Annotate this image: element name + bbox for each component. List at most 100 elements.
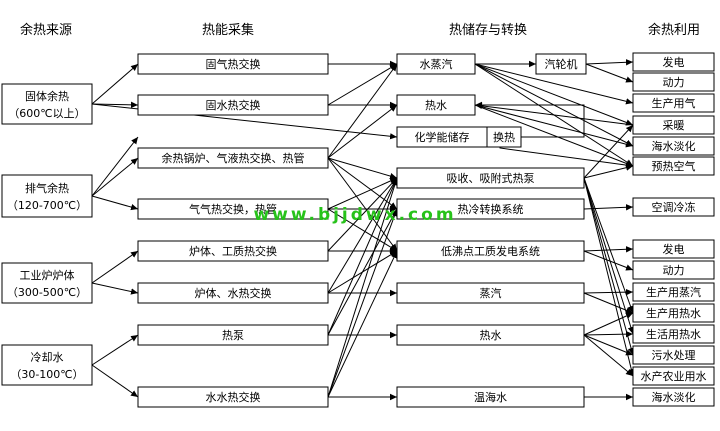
storage-box	[396, 53, 476, 75]
utilization-box	[632, 303, 715, 323]
utilization-label: 生活用热水	[646, 327, 701, 341]
collection-label: 炉体、水热交换	[195, 286, 272, 300]
utilization-node-11: 生活用热水	[632, 324, 715, 344]
edge-arrow	[583, 250, 634, 271]
edge-arrow	[327, 157, 398, 180]
edge-arrow	[585, 63, 634, 83]
collection-node-1: 固水热交换	[137, 94, 329, 116]
source-label: 固体余热	[25, 89, 69, 103]
utilization-label: 水产农业用水	[641, 369, 707, 383]
edge-arrow	[327, 177, 398, 294]
storage-node-5: 吸收、吸附式热泵	[396, 167, 585, 189]
edge-arrow	[327, 177, 398, 336]
source-range: （600℃以上）	[8, 107, 85, 120]
storage-node-9: 热水	[396, 324, 585, 346]
edge-arrow	[583, 164, 634, 179]
source-exhaust-heat: 排气余热 （120-700℃）	[1, 174, 93, 218]
source-furnace-body: 工业炉炉体 （300-500℃）	[1, 262, 93, 304]
utilization-node-12: 污水处理	[632, 345, 715, 365]
storage-label: 温海水	[474, 390, 507, 404]
collection-box	[137, 147, 329, 169]
utilization-label: 空调冷冻	[652, 200, 696, 214]
utilization-node-4: 海水淡化	[632, 136, 715, 156]
edge-arrow	[583, 334, 634, 356]
edge-arrow	[583, 124, 634, 179]
utilization-node-9: 生产用蒸汽	[632, 282, 715, 302]
storage-label: 热水	[480, 329, 502, 342]
utilization-node-7: 发电	[632, 239, 715, 259]
edge-arrow	[91, 101, 139, 109]
edge-arrow	[91, 364, 139, 398]
header-sources: 余热来源	[20, 22, 72, 38]
collection-label: 热泵	[222, 329, 244, 342]
storage-box	[396, 167, 585, 189]
collection-box	[137, 94, 329, 116]
edge-arrow	[583, 292, 634, 314]
utilization-label: 生产用气	[652, 96, 696, 110]
edge-arrow	[583, 204, 634, 211]
edge-arrow	[91, 63, 139, 105]
edge-arrow	[583, 330, 634, 338]
edges	[91, 59, 635, 401]
collection-node-5: 炉体、水热交换	[137, 282, 329, 304]
collection-label: 气气热交换，热管	[189, 202, 277, 216]
storage-label: 吸收、吸附式热泵	[447, 171, 535, 185]
utilization-box	[632, 387, 715, 407]
source-solid-heat: 固体余热 （600℃以上）	[1, 83, 93, 125]
storage-box	[396, 240, 585, 262]
source-label: 工业炉炉体	[20, 268, 75, 282]
storage-node-0: 水蒸汽	[396, 53, 476, 75]
utilization-node-14: 海水淡化	[632, 387, 715, 407]
edge-arrow	[583, 312, 634, 336]
header-storage: 热储存与转换	[449, 23, 527, 38]
edge-arrow	[327, 177, 398, 210]
collection-box	[137, 240, 329, 262]
storage-node-3: 化学能储存	[396, 126, 488, 148]
utilization-box	[632, 197, 715, 217]
utilization-label: 生产用热水	[646, 306, 701, 320]
edge-arrow	[91, 157, 139, 197]
edge-arrow	[91, 334, 139, 366]
utilization-node-6: 空调冷冻	[632, 197, 715, 217]
collection-box	[137, 198, 329, 220]
edge-arrow	[327, 177, 398, 252]
edge-arrow	[327, 208, 398, 398]
utilization-node-0: 发电	[632, 52, 715, 72]
source-range: （30-100℃）	[10, 368, 83, 381]
utilization-node-5: 预热空气	[632, 156, 715, 176]
storage-label: 汽轮机	[545, 57, 578, 71]
utilization-box	[632, 345, 715, 365]
utilization-node-1: 动力	[632, 72, 715, 92]
collection-node-3: 气气热交换，热管	[137, 198, 329, 220]
storage-label: 水蒸汽	[420, 57, 453, 71]
collection-box	[137, 386, 329, 408]
edge-arrow	[474, 63, 634, 105]
edge-arrow	[327, 157, 398, 252]
edge-arrow	[583, 177, 635, 377]
utilization-box	[632, 115, 715, 135]
edge-arrow	[474, 104, 634, 167]
storage-node-1: 汽轮机	[535, 53, 587, 75]
edge-arrow	[91, 136, 139, 197]
storage-label: 热水	[425, 99, 447, 112]
edge-arrow	[583, 177, 634, 314]
storage-label: 热冷转换系统	[458, 202, 524, 216]
header-utilization: 余热利用	[648, 22, 700, 38]
collection-box	[137, 53, 329, 75]
collection-box	[137, 324, 329, 346]
collection-label: 余热锅炉、气液热交换、热管	[162, 151, 305, 165]
source-cooling-water: 冷却水 （30-100℃）	[1, 344, 93, 386]
storage-node-6: 热冷转换系统	[396, 198, 585, 220]
edge-arrow	[583, 177, 635, 356]
storage-label: 换热	[493, 130, 515, 144]
storage-box	[396, 324, 585, 346]
utilization-label: 生产用蒸汽	[646, 285, 701, 299]
utilization-node-8: 动力	[632, 260, 715, 280]
utilization-box	[632, 93, 715, 113]
storage-box	[396, 386, 585, 408]
storage-label: 蒸汽	[480, 286, 502, 300]
utilization-box	[632, 136, 715, 156]
utilization-box	[632, 366, 715, 386]
utilization-box	[632, 324, 715, 344]
